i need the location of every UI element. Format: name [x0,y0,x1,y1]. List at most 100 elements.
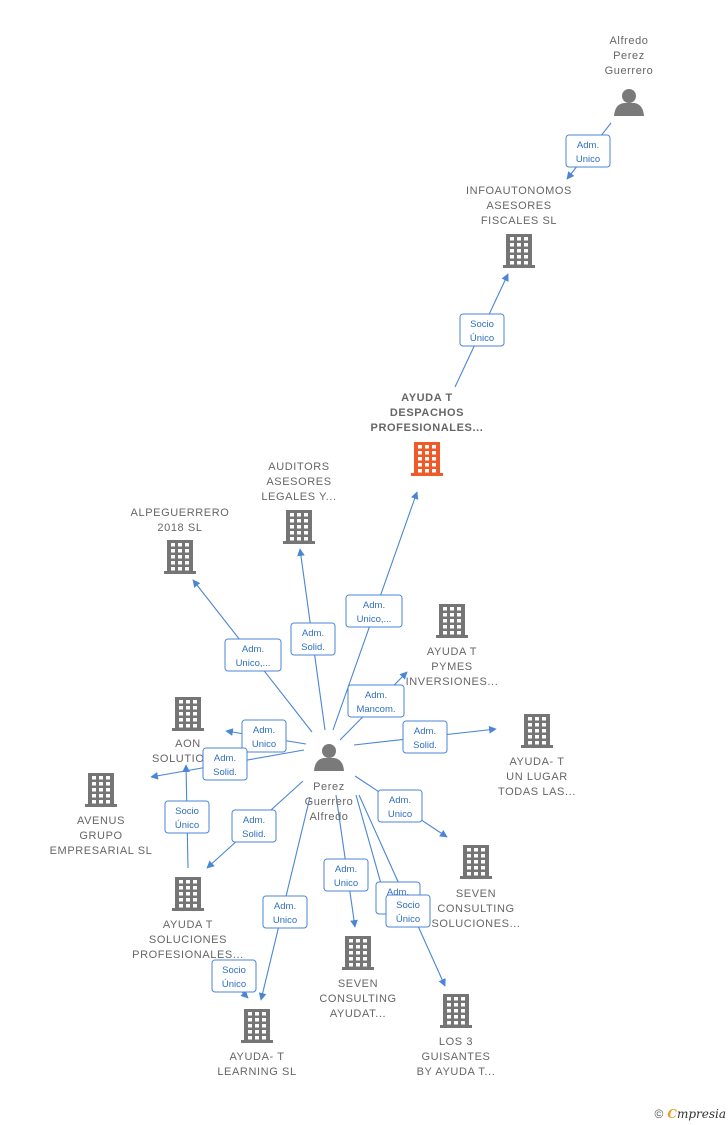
node-label: AYUDA T [427,646,477,658]
relation-text: Adm. [274,901,296,912]
node-label: GRUPO [79,830,122,842]
node-label: AVENUS [77,815,125,827]
relation-box [385,894,431,928]
relation-label-r8[interactable]: Adm. Solid. [402,720,448,754]
relation-text: Único [470,333,494,344]
relation-text: Unico,... [236,658,271,669]
relation-label-r3[interactable]: Adm.Unico,... [345,594,403,628]
relation-text: Adm. [243,815,265,826]
relation-box [402,720,448,754]
node-label: FISCALES SL [481,215,557,227]
node-label: UN LUGAR [506,771,568,783]
relation-text: Solid. [213,767,237,778]
building-icon [85,773,117,807]
node-seven_consulting_sol[interactable]: SEVENCONSULTINGSOLUCIONES... [431,845,520,930]
relation-label-r13[interactable]: Adm.Unico [323,858,369,892]
building-icon [283,510,315,544]
relation-text: Adm. [387,887,409,898]
node-label: EMPRESARIAL SL [50,845,153,857]
person-icon [314,744,344,771]
footer-brand: © Cmpresia [655,1107,726,1121]
relation-text: Unico,... [357,614,392,625]
node-label: LOS 3 [439,1036,473,1048]
relation-label-r4[interactable]: Adm.Solid. [290,622,336,656]
node-ayudat_despachos[interactable]: AYUDA TDESPACHOSPROFESIONALES... [371,392,484,476]
relation-text: Solid. [413,740,437,751]
relation-text: Solid. [301,642,325,653]
relation-text: Adm. [389,795,411,806]
relation-text: Adm. [253,725,275,736]
building-icon [164,540,196,574]
relation-box [377,789,423,823]
node-label: BY AYUDA T... [417,1066,496,1078]
building-icon [342,936,374,970]
relation-box [164,800,210,834]
node-label: AYUDAT... [330,1008,386,1020]
relation-box [565,134,611,168]
building-icon [436,604,468,638]
node-label: Perez [613,50,645,62]
node-label: Guerrero [605,65,654,77]
relation-text: Socio [175,806,199,817]
relation-text: Adm. [214,753,236,764]
node-pymes[interactable]: AYUDA TPYMESINVERSIONES... [406,604,499,688]
node-label: AYUDA T [163,919,213,931]
building-icon [411,442,443,476]
relation-label-r6[interactable]: Adm.Mancom. [347,684,405,718]
node-label: CONSULTING [437,903,514,915]
relation-text: Adm. [365,690,387,701]
brand-logo[interactable]: Cmpresia [667,1107,726,1121]
node-label: DESPACHOS [390,407,464,419]
relation-text: Adm. [414,726,436,737]
relation-text: Único [222,979,246,990]
relation-label-r5[interactable]: Adm.Unico,... [224,638,282,672]
building-icon [521,714,553,748]
relation-text: Único [396,914,420,925]
relation-label-r12[interactable]: Adm.Unico [377,789,423,823]
node-label: AUDITORS [268,461,329,473]
relation-label-r7[interactable]: Adm.Unico [241,719,287,753]
node-label: Guerrero [305,796,354,808]
node-label: SEVEN [456,888,496,900]
building-icon [241,1009,273,1043]
node-label: ASESORES [486,200,551,212]
building-icon [460,845,492,879]
relation-label-r1[interactable]: Adm.Unico [565,134,611,168]
node-seven_consulting_ayu[interactable]: SEVENCONSULTINGAYUDAT... [319,936,396,1020]
relation-text: Socio [396,900,420,911]
node-label: SEVEN [338,978,378,990]
relation-text: Socio [470,319,494,330]
relation-text: Adm. [577,140,599,151]
building-icon [172,697,204,731]
node-label: Alfredo [309,811,348,823]
relation-box [262,895,308,929]
relation-label-r9[interactable]: Adm. Solid. [202,747,248,781]
node-label: PROFESIONALES... [371,422,484,434]
relation-label-r11[interactable]: Adm.Solid. [231,809,277,843]
node-soluciones_prof[interactable]: AYUDA TSOLUCIONESPROFESIONALES... [132,877,244,961]
node-label: LEARNING SL [217,1066,296,1078]
relation-box [290,622,336,656]
relation-text: Adm. [335,864,357,875]
relation-box [323,858,369,892]
node-label: ALPEGUERRERO [131,507,230,519]
relation-label-r14[interactable]: Adm.Unico [262,895,308,929]
node-avenus[interactable]: AVENUS GRUPO EMPRESARIAL SL [50,773,153,857]
relation-box [224,638,282,672]
node-label: PYMES [431,661,473,673]
building-icon [440,994,472,1028]
node-label: Alfredo [609,35,648,47]
